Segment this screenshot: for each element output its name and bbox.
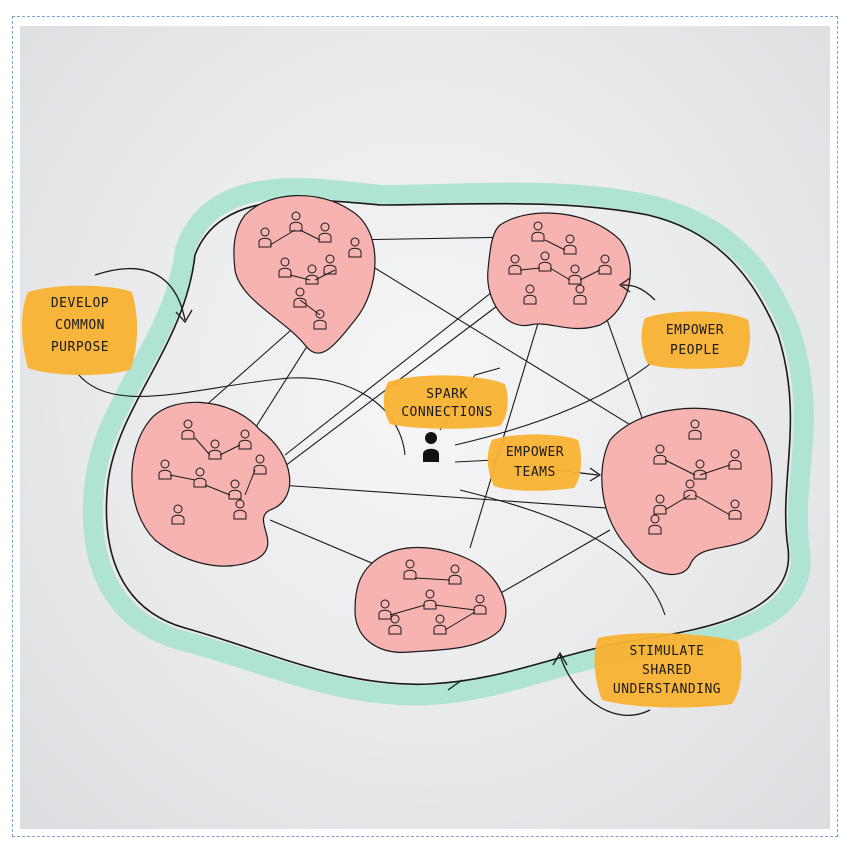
person-link — [194, 437, 211, 456]
person-link — [414, 577, 451, 581]
person-link — [664, 494, 691, 511]
person-icon — [318, 222, 332, 243]
person-icon — [158, 459, 172, 480]
person-icon — [289, 211, 303, 232]
cluster-right — [601, 407, 773, 575]
person-link — [269, 229, 296, 246]
boundary-band — [82, 178, 814, 706]
person-icon — [193, 467, 207, 488]
person-icon — [693, 459, 707, 480]
person-icon — [598, 254, 612, 275]
person-icon — [653, 444, 667, 465]
person-link — [434, 604, 476, 611]
person-icon — [258, 227, 272, 248]
person-link — [699, 464, 731, 476]
person-icon — [238, 429, 252, 450]
person-icon — [563, 234, 577, 255]
person-icon — [531, 221, 545, 242]
person-icon — [348, 237, 362, 258]
person-link — [389, 604, 426, 616]
boundary-line — [105, 199, 792, 686]
person-link — [299, 299, 321, 316]
person-link — [244, 469, 256, 496]
person-icon — [181, 419, 195, 440]
person-icon — [171, 504, 185, 525]
person-icon — [323, 254, 337, 275]
person-icon — [688, 419, 702, 440]
person-icon — [728, 499, 742, 520]
person-link — [219, 444, 241, 456]
person-link — [444, 611, 476, 631]
cluster-left — [131, 401, 291, 567]
person-icon — [378, 599, 392, 620]
person-link — [519, 267, 541, 271]
person-icon — [253, 454, 267, 475]
person-icon — [313, 309, 327, 330]
person-link — [664, 459, 696, 476]
person-link — [694, 494, 731, 516]
people-icons — [158, 211, 742, 635]
person-link — [579, 269, 601, 281]
person-icon — [448, 564, 462, 585]
person-icon — [508, 254, 522, 275]
person-link — [314, 269, 336, 281]
person-icon — [648, 514, 662, 535]
person-icon — [293, 287, 307, 308]
person-icon — [473, 594, 487, 615]
person-icon — [683, 479, 697, 500]
person-link — [204, 484, 231, 496]
person-icon — [538, 251, 552, 272]
person-icon — [728, 449, 742, 470]
person-icon — [233, 499, 247, 520]
person-icon — [403, 559, 417, 580]
person-icon — [573, 284, 587, 305]
person-link — [169, 474, 196, 481]
person-icon — [423, 589, 437, 610]
image-frame — [12, 16, 838, 837]
person-icon — [278, 257, 292, 278]
center-person-icon — [423, 432, 439, 462]
cluster-top-left — [233, 195, 376, 354]
person-icon — [523, 284, 537, 305]
cluster-top-right — [487, 212, 631, 330]
person-link — [299, 229, 321, 241]
person-link — [289, 274, 311, 281]
person-icon — [388, 614, 402, 635]
person-link — [549, 267, 571, 281]
person-link — [544, 239, 566, 251]
person-icon — [228, 479, 242, 500]
